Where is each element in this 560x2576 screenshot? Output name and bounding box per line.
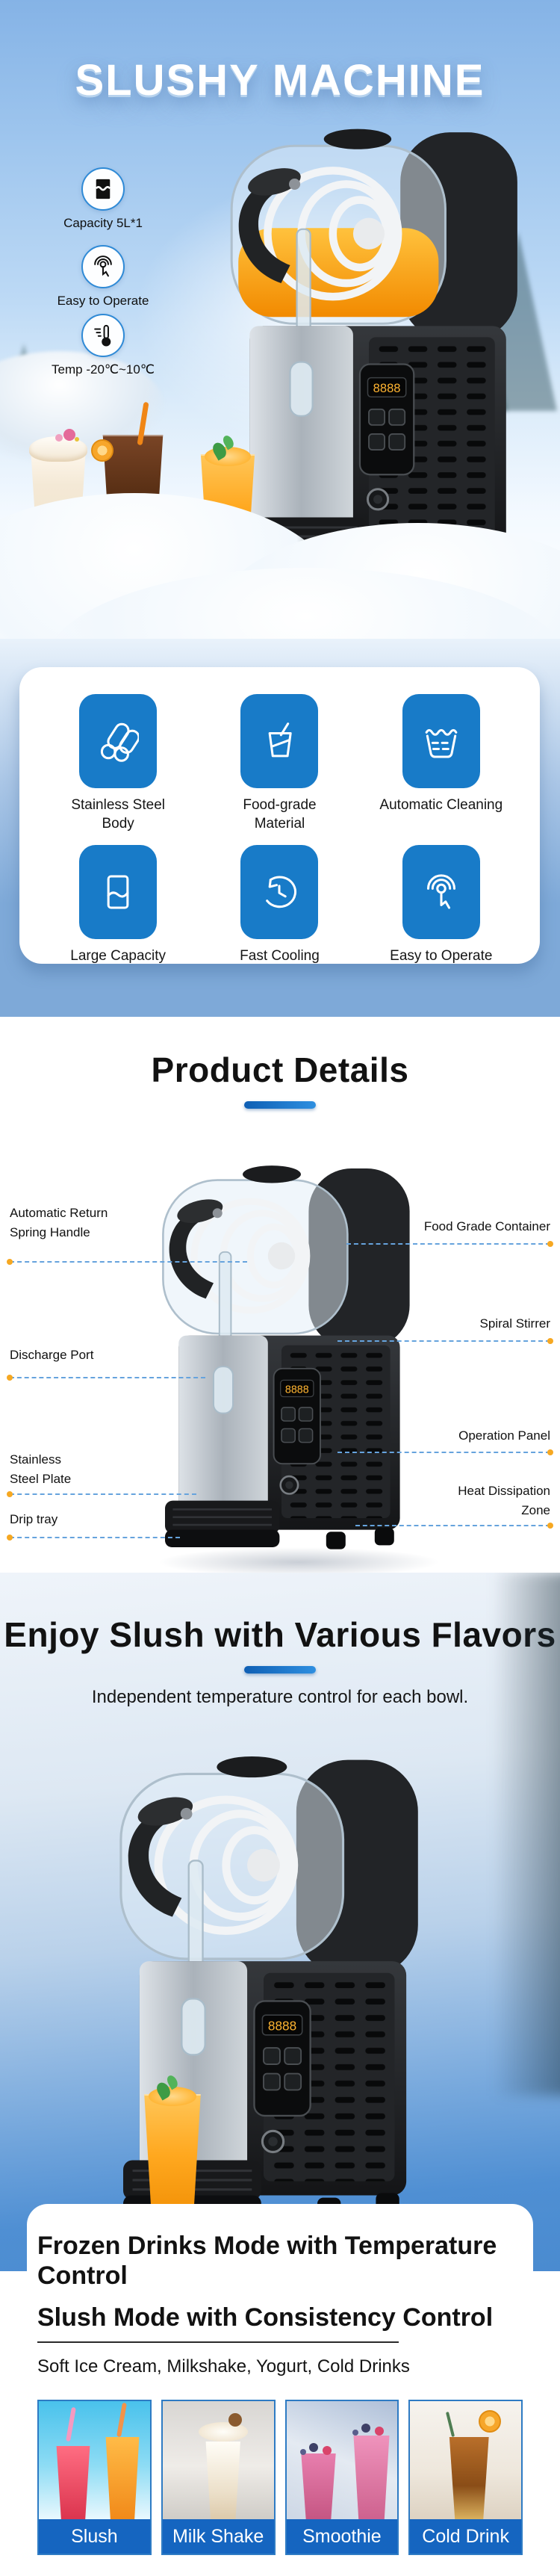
wash-basin-icon [402,694,480,788]
berries-garnish [361,2424,370,2433]
feature-label: Food-grade Material [243,797,317,832]
drink-card-milk-shake: Milk Shake [161,2400,276,2555]
badge-label: Temp -20℃~10℃ [52,362,155,377]
container-wave-icon [79,845,158,940]
callout-spiral-stirrer: Spiral Stirrer [479,1316,550,1331]
callout-food-grade-container: Food Grade Container [423,1219,550,1233]
callout-drip-tray: Drip tray [10,1512,58,1526]
badge-capacity: Capacity 5L*1 [43,167,163,231]
title-underline [244,1666,316,1674]
cup-straw-icon [240,694,319,788]
features-grid: Stainless Steel Body Food-grade Material [37,694,522,965]
details-stage: Automatic Return Spring Handle Discharge… [0,1159,560,1577]
section-subtitle: Independent temperature control for each… [91,1687,469,1707]
touch-icon [402,845,480,940]
modes-card: Frozen Drinks Mode with Temperature Cont… [27,2204,533,2576]
touch-icon [81,245,125,288]
capacity-icon [81,167,125,211]
berries-garnish [308,2443,318,2452]
rosemary-garnish [446,2412,455,2437]
callout-discharge-port: Discharge Port [10,1348,94,1362]
feature-label: Automatic Cleaning [379,797,503,813]
callout-line [7,1491,196,1497]
features-card: Stainless Steel Body Food-grade Material [19,667,540,964]
callout-line [7,1535,180,1541]
flower-garnish [63,429,76,441]
drink-label-bar: Milk Shake [162,2519,274,2554]
callout-line [346,1241,553,1247]
drink-card-cold-drink: Cold Drink [408,2400,523,2555]
orange-slice [91,439,113,462]
callout-stainless-steel-plate: Stainless Steel Plate [10,1452,72,1486]
title-underline [244,1101,316,1109]
feature-label: Stainless Steel Body [71,797,165,832]
callout-operation-panel: Operation Panel [458,1428,550,1443]
feature-food-grade-material: Food-grade Material [199,694,360,833]
feature-label: Easy to Operate [390,948,493,965]
flavors-section: Enjoy Slush with Various Flavors Indepen… [0,1573,560,2271]
milk-shake-photo [162,2401,274,2519]
callout-line [355,1523,553,1529]
drink-card-slush: Slush [37,2400,152,2555]
steel-pipes-icon [79,694,158,788]
page-title: SLUSHY MACHINE [75,56,485,105]
callout-heat-dissipation-zone: Heat Dissipation Zone [458,1484,550,1517]
orange-slice [479,2410,502,2433]
feature-fast-cooling: Fast Cooling [199,845,360,965]
section-title: Product Details [151,1050,409,1089]
badge-easy-operate: Easy to Operate [43,245,163,309]
callout-spring-handle: Automatic Return Spring Handle [10,1206,108,1239]
feature-stainless-steel-body: Stainless Steel Body [37,694,199,833]
drink-label-bar: Smoothie [286,2519,398,2554]
badge-label: Capacity 5L*1 [63,216,143,230]
feature-label: Large Capacity [70,948,167,965]
product-details-section: Product Details Automatic Return Spring … [0,1017,560,1577]
slushy-machine-detail [136,1159,427,1567]
mode-heading-line2: Slush Mode with Consistency Control [37,2303,494,2332]
callout-line [337,1449,553,1455]
callout-line [337,1338,553,1344]
background-blur-strip [493,1573,560,2096]
drink-cards-row: Slush Milk Shake Smoothie [37,2400,523,2555]
feature-automatic-cleaning: Automatic Cleaning [361,694,522,833]
feature-large-capacity: Large Capacity [37,845,199,965]
mode-subtext: Soft Ice Cream, Milkshake, Yogurt, Cold … [37,2356,410,2377]
drink-label-bar: Cold Drink [410,2519,521,2554]
hero-section: SLUSHY MACHINE Capacity 5L*1 Easy to Ope… [0,0,560,657]
badge-label: Easy to Operate [57,294,149,308]
callout-line [7,1259,247,1265]
callout-line [7,1375,205,1381]
cookie-garnish [228,2413,242,2427]
slush-photo [39,2401,150,2519]
clock-icon [240,845,319,940]
thermometer-icon [81,314,125,357]
machine-shadow [157,1547,441,1577]
cold-drink-photo [410,2401,521,2519]
section-title: Enjoy Slush with Various Flavors [4,1615,556,1654]
drink-card-smoothie: Smoothie [284,2400,399,2555]
smoothie-photo [286,2401,398,2519]
mode-heading-line1: Frozen Drinks Mode with Temperature Cont… [37,2232,497,2290]
drink-label-bar: Slush [39,2519,150,2554]
badge-temperature: Temp -20℃~10℃ [43,314,163,377]
feature-easy-to-operate: Easy to Operate [361,845,522,965]
feature-label: Fast Cooling [240,948,320,965]
heading-divider [37,2341,399,2343]
